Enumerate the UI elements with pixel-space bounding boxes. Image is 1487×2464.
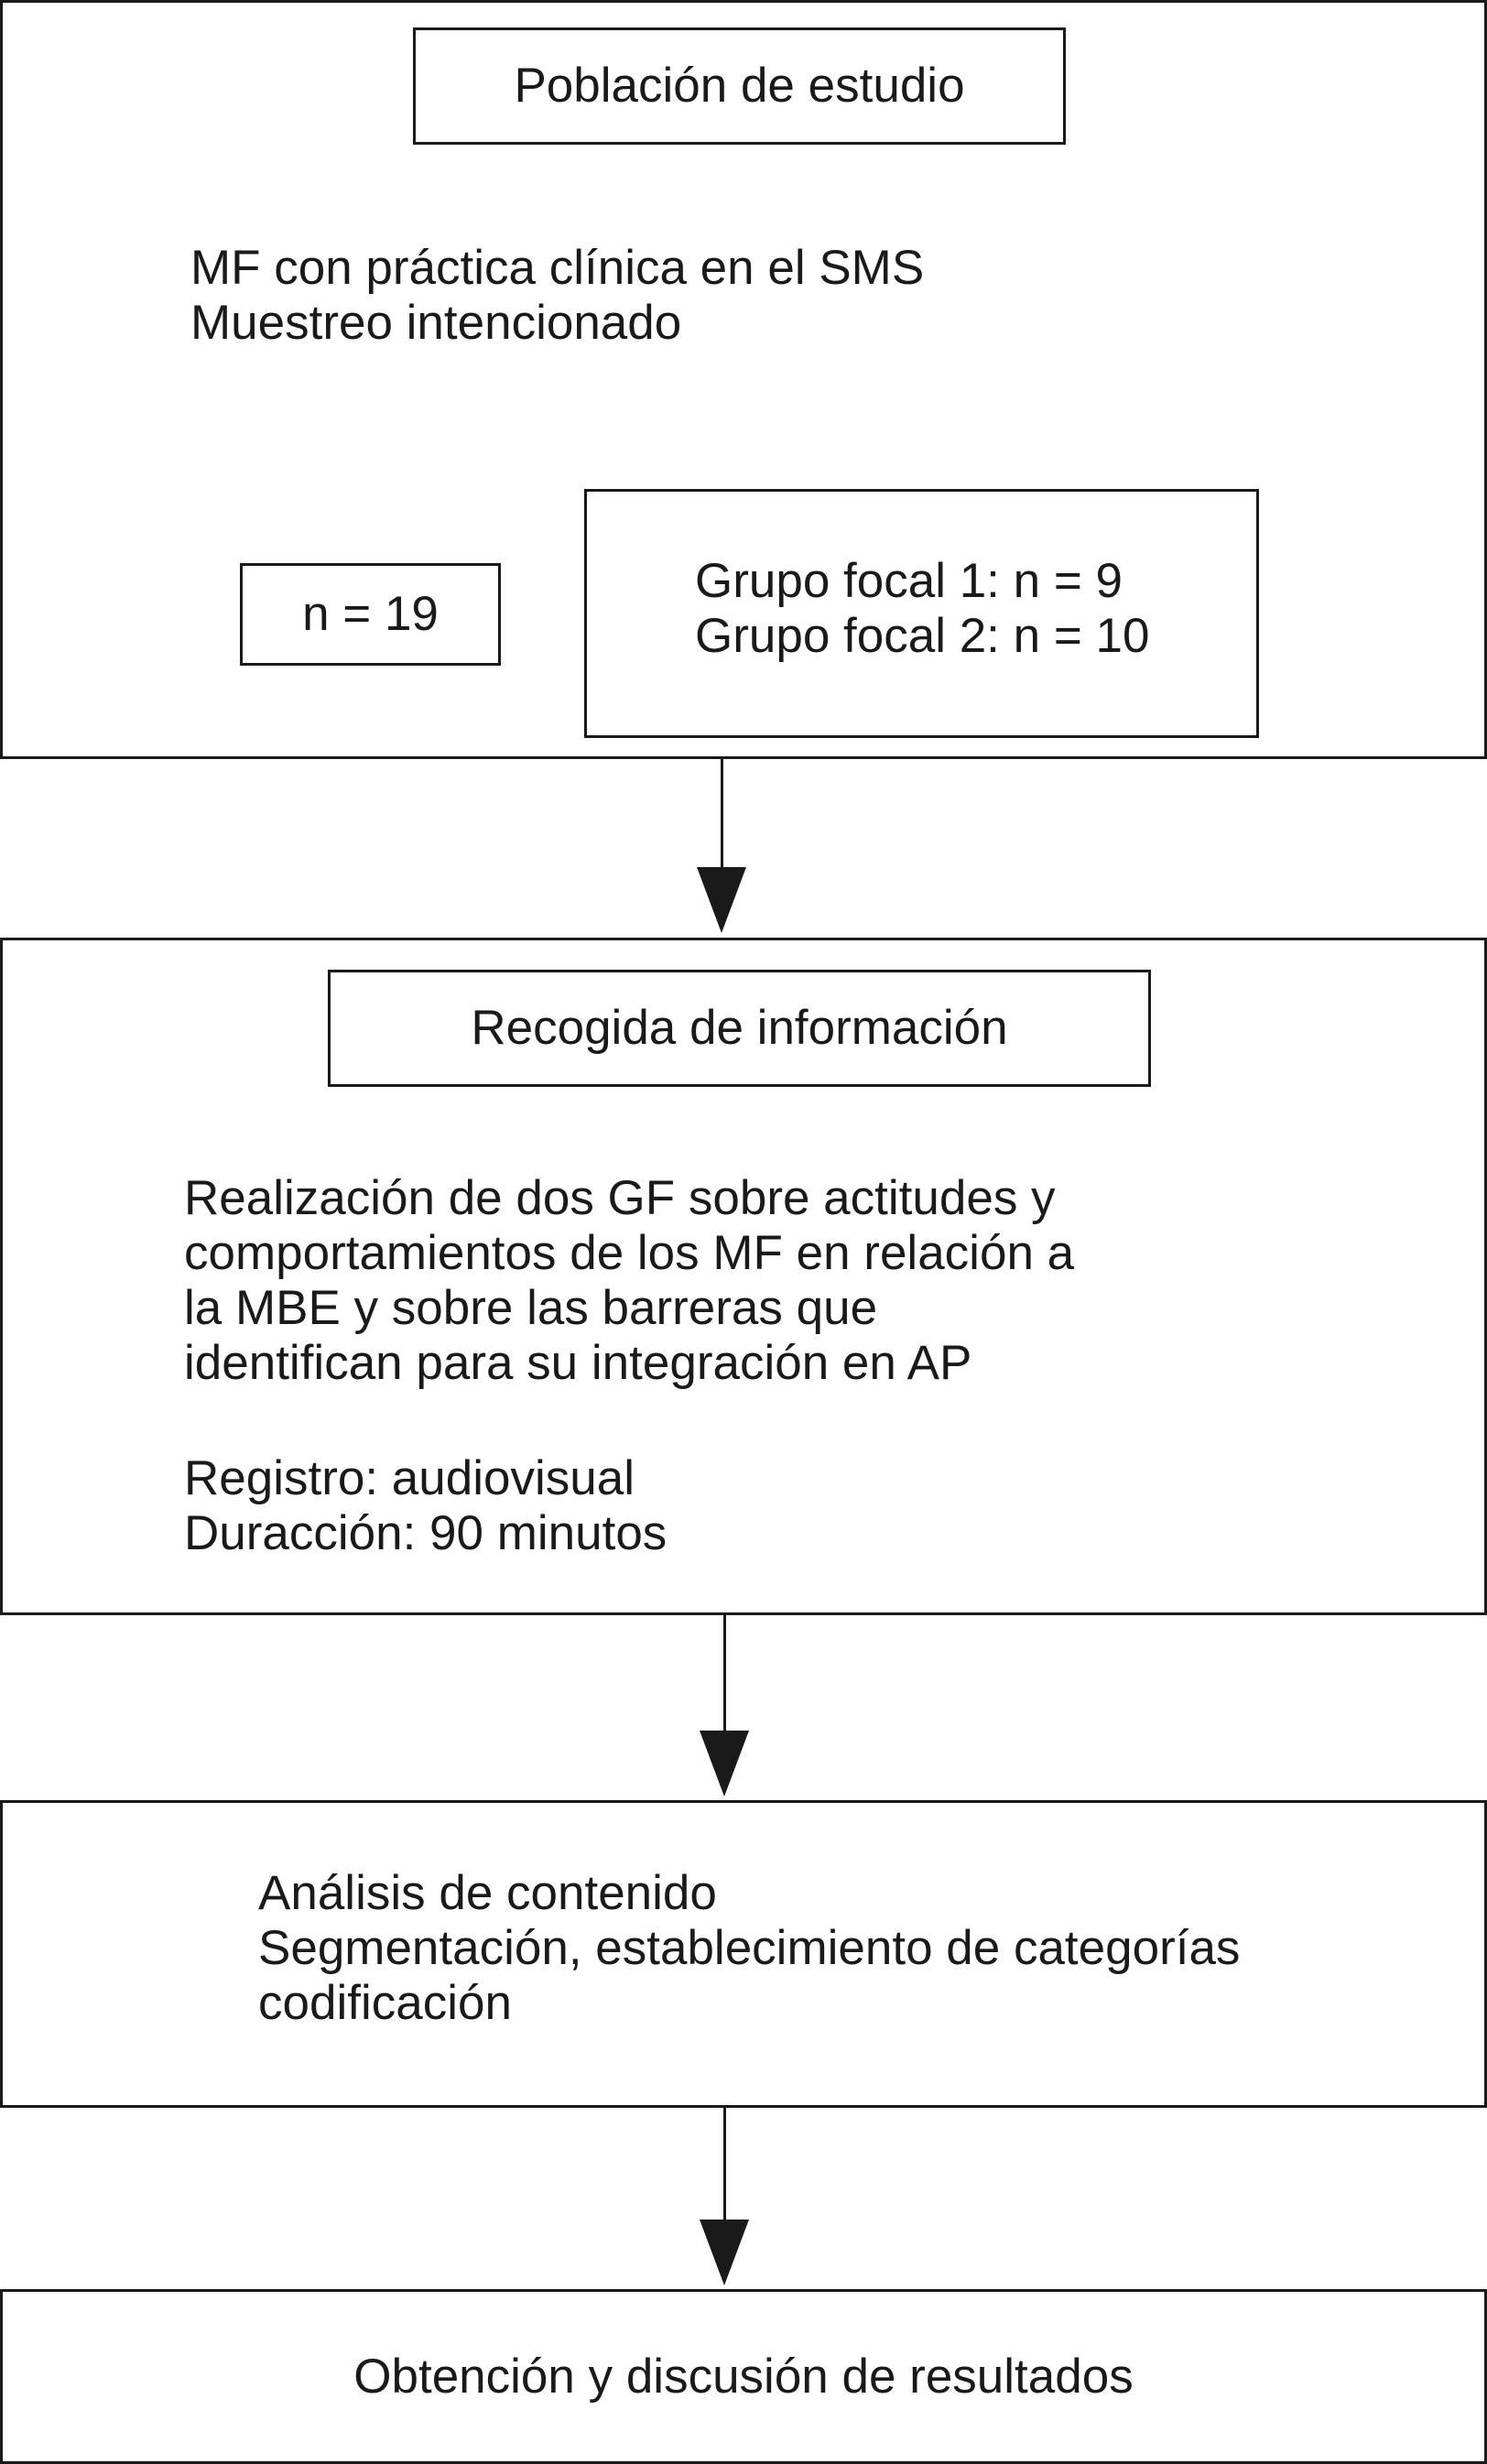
arrow-1-head [697, 867, 746, 933]
resultados-box: Obtención y discusión de resultados [0, 2289, 1487, 2464]
recogida-header-box: Recogida de información [328, 970, 1151, 1087]
n-total-box: n = 19 [240, 563, 501, 666]
arrow-1-line [721, 759, 723, 869]
analisis-section [0, 1800, 1487, 2108]
analisis-line-1: Análisis de contenido [258, 1866, 717, 1920]
registro-label: Registro: audiovisual [184, 1451, 635, 1505]
recogida-line-2: comportamientos de los MF en relación a [184, 1226, 1075, 1280]
resultados-label: Obtención y discusión de resultados [353, 2349, 1134, 2404]
arrow-2-line [723, 1615, 726, 1732]
poblacion-line-1: MF con práctica clínica en el SMS [190, 241, 925, 295]
arrow-3-head [700, 2220, 749, 2285]
recogida-line-4: identifican para su integración en AP [184, 1336, 972, 1390]
analisis-line-2: Segmentación, establecimiento de categor… [258, 1921, 1241, 1975]
grupos-box [584, 489, 1259, 738]
poblacion-line-2: Muestreo intencionado [190, 296, 682, 350]
grupo-focal-1: Grupo focal 1: n = 9 [695, 554, 1123, 608]
recogida-line-1: Realización de dos GF sobre actitudes y [184, 1171, 1056, 1225]
poblacion-header-box: Población de estudio [413, 27, 1066, 145]
grupo-focal-2: Grupo focal 2: n = 10 [695, 609, 1150, 663]
analisis-line-3: codificación [258, 1976, 512, 2030]
poblacion-header: Población de estudio [514, 59, 965, 113]
recogida-header: Recogida de información [471, 1001, 1008, 1055]
recogida-line-3: la MBE y sobre las barreras que [184, 1281, 878, 1335]
arrow-3-line [723, 2108, 726, 2221]
n-total: n = 19 [302, 587, 439, 641]
arrow-2-head [700, 1731, 749, 1796]
duracion-label: Duracción: 90 minutos [184, 1506, 668, 1560]
